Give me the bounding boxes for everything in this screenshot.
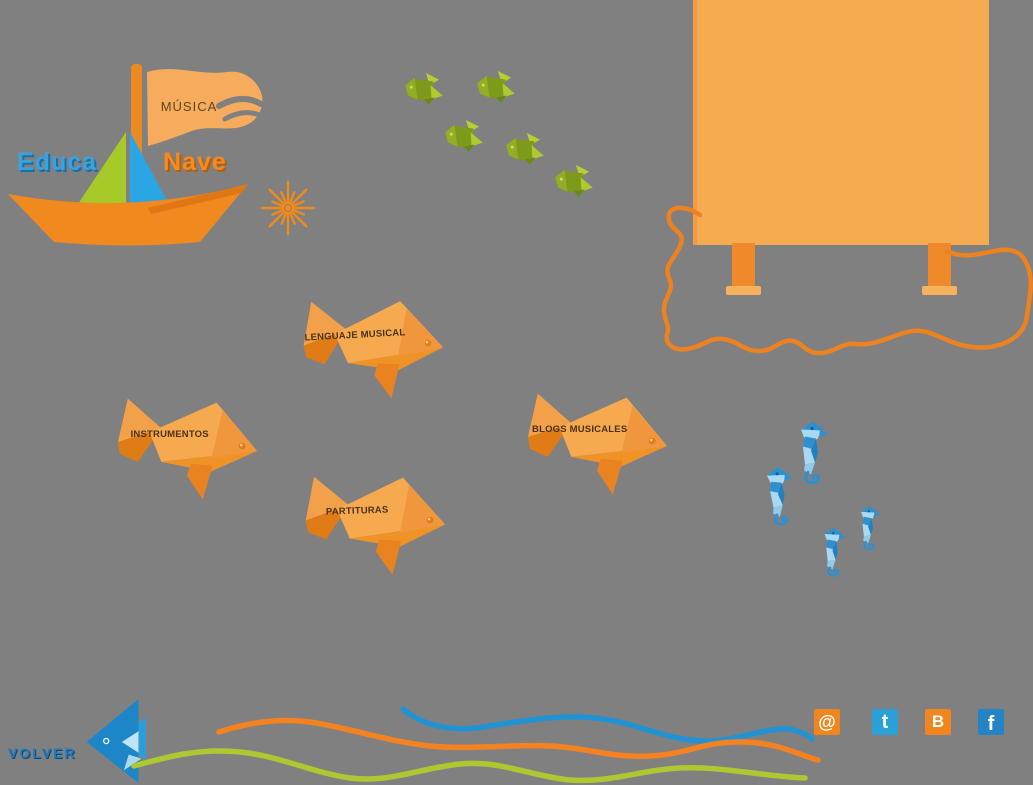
twitter-glyph: t (881, 710, 889, 733)
back-link-volver[interactable]: VOLVER (5, 695, 153, 785)
seahorse-icon (859, 502, 880, 554)
seahorse-icon (763, 462, 797, 530)
nav-fish-label: INSTRUMENTOS (130, 428, 209, 440)
nav-fish-blogs-musicales[interactable]: BLOGS MUSICALES (522, 391, 670, 497)
facebook-icon[interactable]: f (978, 709, 1004, 735)
orange-fish-icon (522, 391, 670, 497)
wave-orange (216, 717, 821, 763)
seahorse-icon (822, 527, 846, 577)
billboard-panel (693, 0, 989, 245)
paper-boat-icon (8, 64, 265, 246)
email-glyph: @ (818, 711, 836, 732)
waves-decoration (131, 706, 821, 784)
billboard-foot (726, 286, 761, 295)
twitter-icon[interactable]: t (872, 709, 898, 735)
blogger-glyph: B (931, 712, 945, 731)
doodle-outline-icon (661, 205, 1033, 356)
billboard (640, 0, 1033, 365)
orange-fish-icon (298, 469, 450, 580)
logo-text-nave: Nave (163, 148, 227, 176)
nav-fish-label: BLOGS MUSICALES (532, 423, 628, 435)
facebook-glyph: f (987, 712, 995, 735)
starburst-icon (260, 180, 316, 236)
blogger-icon[interactable]: B (925, 709, 951, 735)
green-fish-icon (506, 133, 544, 165)
educanave-logo: MÚSICA Educa Nave (5, 58, 325, 268)
nav-fish-lenguaje-musical[interactable]: LENGUAJE MUSICAL (295, 292, 448, 406)
wave-green (131, 748, 808, 784)
billboard-leg (928, 243, 951, 287)
logo-text-educa: Educa (17, 148, 98, 176)
wave-blue (400, 706, 815, 744)
green-fish-icon (555, 165, 593, 197)
green-fish-icon (405, 73, 443, 105)
back-link-label: VOLVER (8, 745, 77, 761)
email-icon[interactable]: @ (814, 709, 840, 735)
billboard-foot (922, 286, 957, 295)
orange-fish-icon (295, 292, 448, 406)
green-fish-icon (445, 120, 483, 152)
green-fish-icon (477, 71, 515, 103)
seahorse-icon (798, 420, 828, 485)
nav-fish-partituras[interactable]: PARTITURAS (298, 469, 450, 580)
nav-fish-instrumentos[interactable]: INSTRUMENTOS (112, 396, 260, 502)
billboard-leg (732, 243, 755, 287)
orange-fish-icon (112, 396, 260, 502)
flag-section-label: MÚSICA (160, 99, 218, 114)
